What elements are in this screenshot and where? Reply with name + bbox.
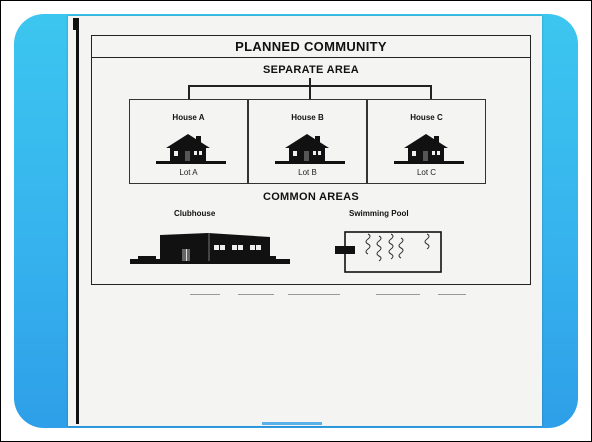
tree-drop-b	[309, 85, 311, 99]
scanned-page	[68, 16, 542, 426]
house-c-label: House C	[410, 113, 443, 122]
tree-stem	[309, 78, 311, 86]
house-a-label: House A	[172, 113, 205, 122]
swimming-pool-label: Swimming Pool	[349, 209, 409, 218]
separate-area-heading: SEPARATE AREA	[263, 64, 359, 76]
house-c-box: House C Lot C	[367, 99, 486, 184]
scan-artifact	[190, 294, 220, 295]
title-bar: PLANNED COMMUNITY	[92, 36, 530, 58]
tree-drop-c	[430, 85, 432, 99]
diagram-title: PLANNED COMMUNITY	[235, 39, 387, 54]
clubhouse-icon	[130, 233, 290, 264]
house-c-icon	[394, 134, 464, 164]
lot-c-label: Lot C	[416, 168, 437, 177]
page-binding-edge	[76, 18, 79, 424]
clubhouse-label: Clubhouse	[174, 209, 216, 218]
common-areas-heading: COMMON AREAS	[262, 191, 360, 203]
tree-drop-a	[188, 85, 190, 99]
scan-artifact	[438, 294, 466, 295]
planned-community-diagram: PLANNED COMMUNITY SEPARATE AREA House A …	[91, 35, 531, 285]
lot-a-label: Lot A	[179, 168, 198, 177]
scan-artifact	[288, 294, 340, 295]
bottom-scrollbar-indicator	[262, 422, 322, 425]
page-binding-tab	[73, 18, 79, 30]
house-a-icon	[156, 134, 226, 164]
house-a-box: House A Lot A	[129, 99, 248, 184]
house-b-icon	[275, 134, 345, 164]
scan-artifact	[376, 294, 420, 295]
scan-artifact	[238, 294, 274, 295]
house-b-box: House B Lot B	[248, 99, 367, 184]
swimming-pool-icon	[335, 231, 442, 273]
house-b-label: House B	[291, 113, 324, 122]
lot-b-label: Lot B	[298, 168, 317, 177]
